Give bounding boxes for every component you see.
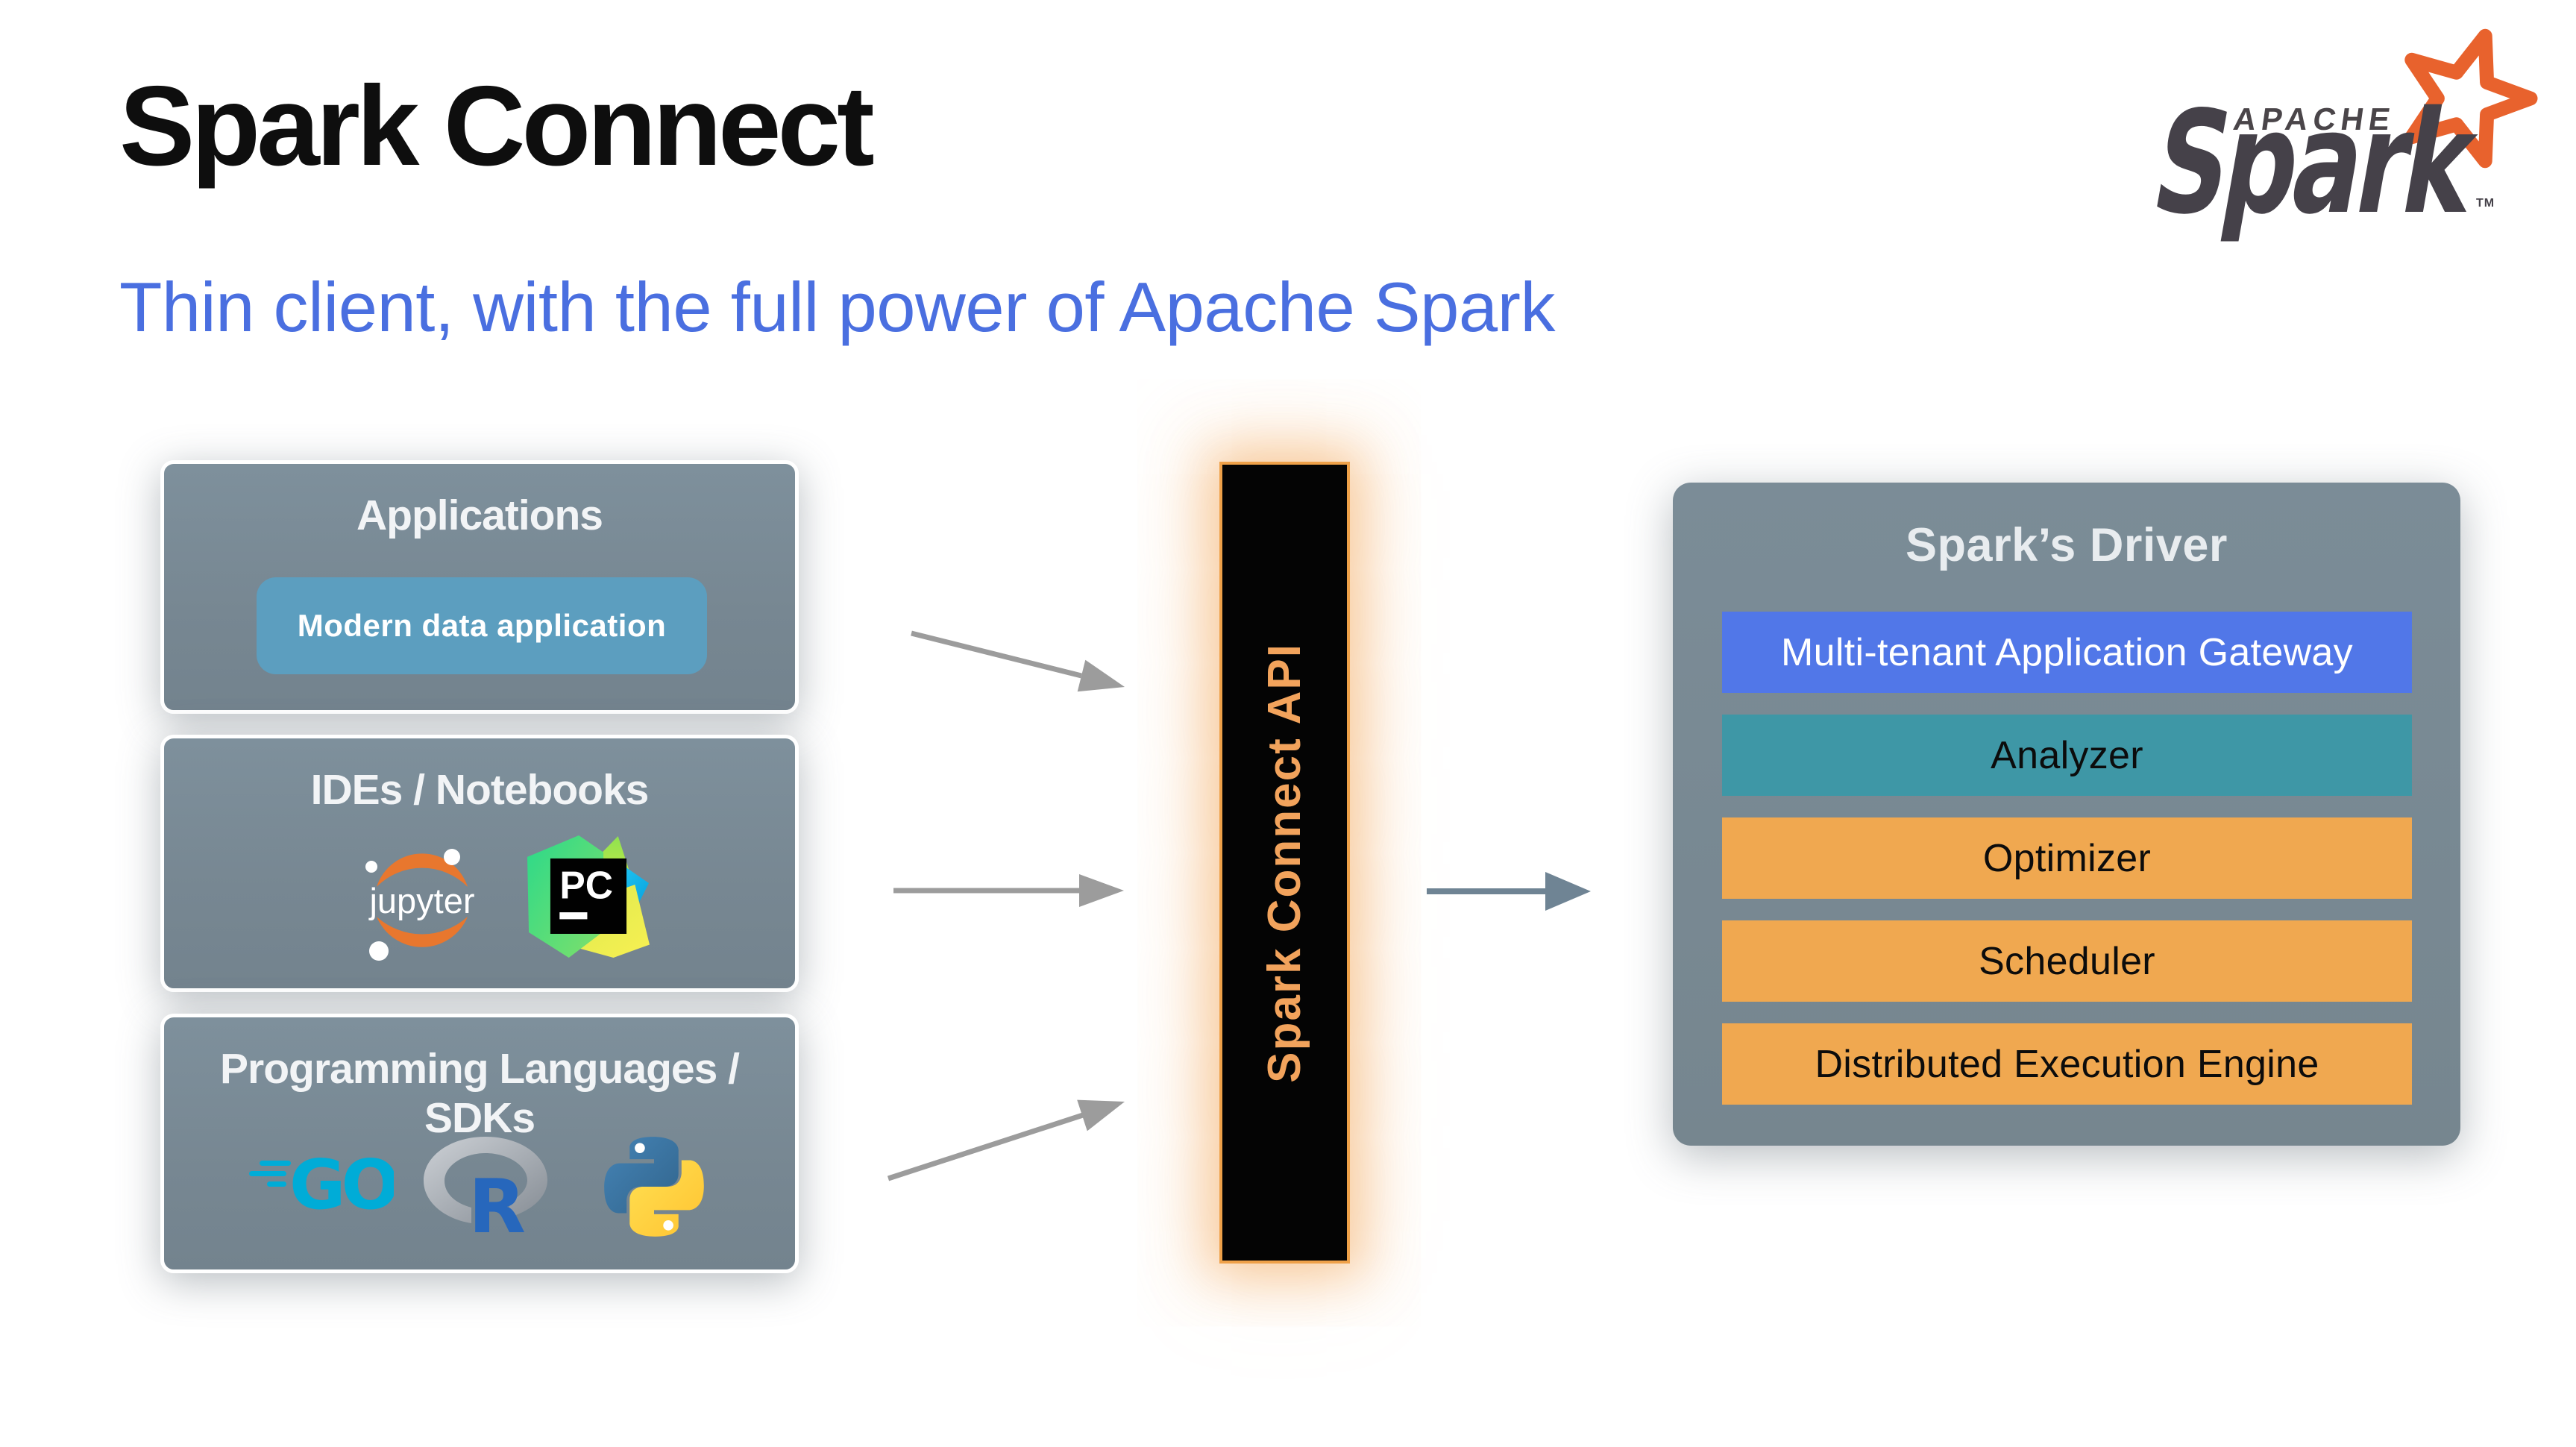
- pycharm-logo-icon: PC: [527, 835, 650, 958]
- programming-languages-title-line2: SDKs: [424, 1094, 535, 1142]
- arrow-ides-to-api-head: [1079, 874, 1124, 907]
- spark-star-shape: [2404, 28, 2538, 169]
- programming-languages-box-title: Programming Languages / SDKs: [164, 1044, 795, 1143]
- driver-row-analyzer: Analyzer: [1722, 715, 2412, 796]
- pycharm-underscore: [559, 912, 588, 920]
- python-snake-yellow: [629, 1160, 704, 1237]
- r-ring: [424, 1137, 547, 1223]
- ides-notebooks-box-title: IDEs / Notebooks: [310, 766, 650, 814]
- jupyter-crescent-bottom: [377, 917, 468, 947]
- r-logo-icon: R: [424, 1137, 547, 1236]
- applications-box-title: Applications: [356, 492, 603, 539]
- arrow-applications-to-api-head: [1077, 659, 1125, 692]
- jupyter-dot-small: [365, 861, 377, 873]
- arrow-applications-to-api: [911, 630, 1125, 692]
- r-label: R: [468, 1163, 526, 1236]
- python-eye-yellow: [663, 1220, 673, 1231]
- page-title: Spark Connect: [119, 63, 875, 189]
- arrow-languages-to-api-head: [1077, 1099, 1125, 1131]
- spark-connect-api-label: Spark Connect API: [1259, 642, 1310, 1083]
- apache-spark-logo: APACHE Spark TM: [2118, 0, 2576, 269]
- applications-box: Applications Modern data application: [160, 460, 799, 714]
- python-logo-icon: [604, 1137, 704, 1237]
- trademark-label: TM: [2476, 197, 2495, 210]
- programming-languages-title-line1: Programming Languages /: [220, 1045, 740, 1093]
- go-logo-icon: GO: [249, 1145, 394, 1225]
- go-speed-line-2: [249, 1171, 286, 1176]
- pycharm-label: PC: [559, 864, 613, 907]
- arrow-ides-to-api: [893, 874, 1124, 907]
- programming-languages-box: Programming Languages / SDKs GO R: [160, 1014, 799, 1273]
- jupyter-dot-bottom: [369, 941, 389, 961]
- go-label: GO: [289, 1145, 394, 1225]
- arrow-languages-to-api: [887, 1099, 1125, 1181]
- python-eye-blue: [635, 1143, 645, 1153]
- spark-connect-api-bar: Spark Connect API: [1219, 462, 1350, 1264]
- driver-row-gateway: Multi-tenant Application Gateway: [1722, 612, 2412, 693]
- driver-row-scheduler: Scheduler: [1722, 920, 2412, 1002]
- driver-row-optimizer: Optimizer: [1722, 817, 2412, 899]
- jupyter-crescent-top: [377, 853, 468, 887]
- go-speed-line-3: [267, 1181, 286, 1187]
- arrow-languages-to-api-line: [887, 1112, 1084, 1181]
- jupyter-dot-top: [444, 849, 460, 865]
- arrow-api-to-driver-head: [1545, 872, 1591, 911]
- spark-wordmark: Spark: [2142, 81, 2484, 245]
- jupyter-logo-icon: jupyter: [365, 849, 475, 961]
- arrow-applications-to-api-line: [911, 630, 1082, 679]
- spark-star-icon: [2404, 28, 2538, 169]
- driver-row-execution-engine: Distributed Execution Engine: [1722, 1023, 2412, 1105]
- jupyter-wordmark: jupyter: [368, 881, 474, 920]
- arrow-api-to-driver: [1427, 872, 1591, 911]
- ides-notebooks-box: IDEs / Notebooks jupyter: [160, 735, 799, 992]
- spark-driver-box: Spark’s Driver Multi-tenant Application …: [1673, 483, 2460, 1146]
- python-snake-blue: [604, 1137, 679, 1214]
- spark-driver-title: Spark’s Driver: [1906, 519, 2228, 571]
- go-speed-line-1: [260, 1161, 291, 1166]
- driver-rows: Multi-tenant Application Gateway Analyze…: [1722, 612, 2412, 1105]
- page-subtitle: Thin client, with the full power of Apac…: [119, 268, 1555, 346]
- modern-data-application-chip: Modern data application: [257, 577, 707, 674]
- pycharm-black-square: [550, 858, 627, 934]
